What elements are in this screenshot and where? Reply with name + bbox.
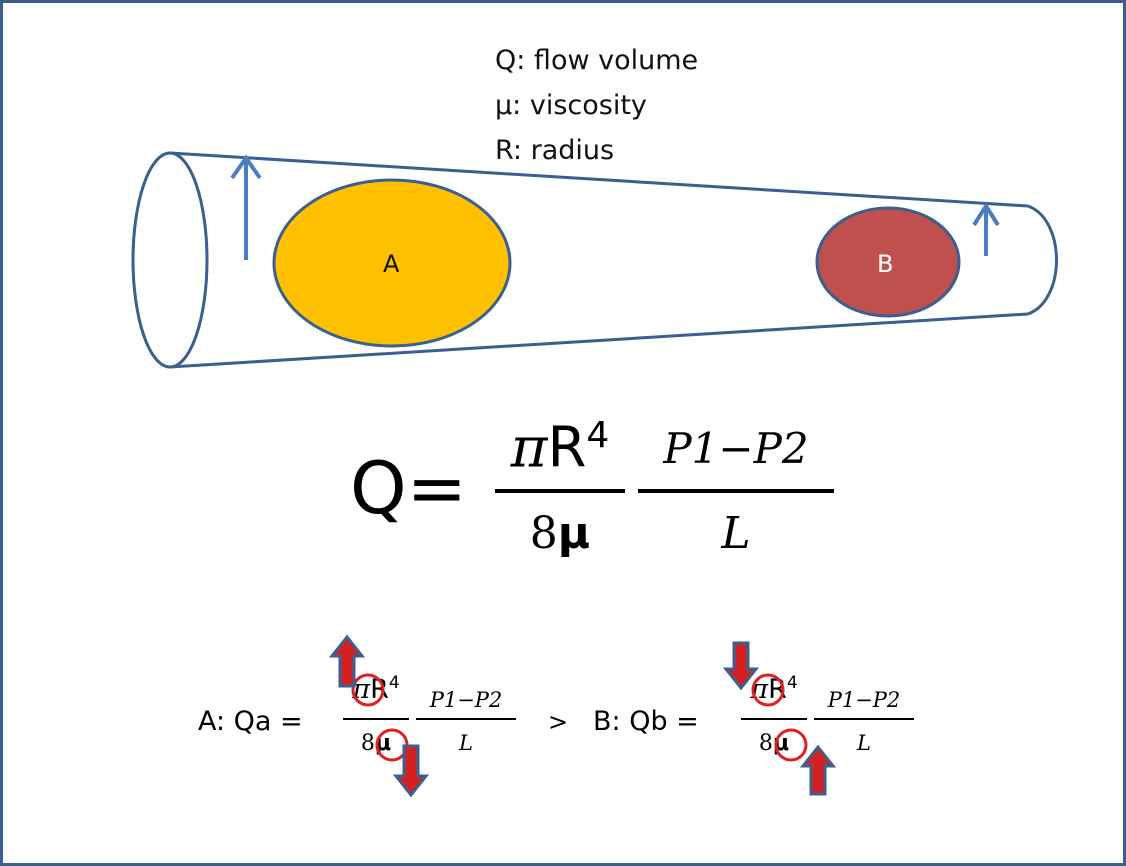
fraction-2-numerator: P1−P2 [663, 424, 809, 473]
down-arrow-icon [392, 744, 430, 798]
comparison-sign: > [548, 708, 569, 736]
vessel-right-end [1027, 204, 1058, 316]
formula-a-numerator: πR4 [352, 673, 400, 705]
formula-b-bar-1 [741, 718, 807, 720]
legend-radius: R: radius [495, 135, 615, 166]
highlight-circle-b-radius [751, 673, 785, 707]
particle-a [272, 178, 512, 348]
formula-a-bar-1 [343, 718, 409, 720]
formula-a-label: A: Qa = [198, 706, 303, 737]
radius-arrow-large [230, 154, 262, 260]
highlight-circle-b-viscosity [774, 728, 808, 762]
up-arrow-icon [328, 634, 366, 688]
formula-b-pressure-numerator: P1−P2 [827, 688, 901, 712]
formula-a-bar-2 [416, 718, 516, 720]
radius-arrow-small [972, 202, 1000, 256]
fraction-2-denominator: L [721, 508, 751, 559]
formula-b-length: L [857, 731, 871, 755]
up-arrow-icon [799, 744, 837, 796]
vessel-left-opening [131, 151, 209, 369]
fraction-1-denominator: 8μ [529, 508, 591, 559]
fraction-1-bar [495, 489, 625, 493]
particle-b [815, 206, 961, 318]
formula-b-bar-2 [814, 718, 914, 720]
highlight-circle-a-radius [351, 673, 385, 707]
legend-flow-volume: Q: flow volume [495, 45, 699, 76]
particle-b-label: B [877, 250, 894, 278]
down-arrow-icon [722, 641, 760, 691]
vessel-top-wall [169, 151, 1029, 208]
fraction-2-bar [638, 489, 834, 493]
formula-b-label: B: Qb = [593, 706, 699, 737]
particle-a-label: A [383, 250, 400, 278]
vessel-bottom-wall [169, 312, 1029, 369]
fraction-1-numerator: πR4 [510, 415, 610, 481]
formula-a-length: L [459, 731, 473, 755]
legend-viscosity: μ: viscosity [495, 90, 647, 121]
formula-lhs: Q= [350, 446, 467, 530]
formula-a-pressure-numerator: P1−P2 [429, 688, 503, 712]
legend: Q: flow volume μ: viscosity R: radius [495, 38, 698, 173]
